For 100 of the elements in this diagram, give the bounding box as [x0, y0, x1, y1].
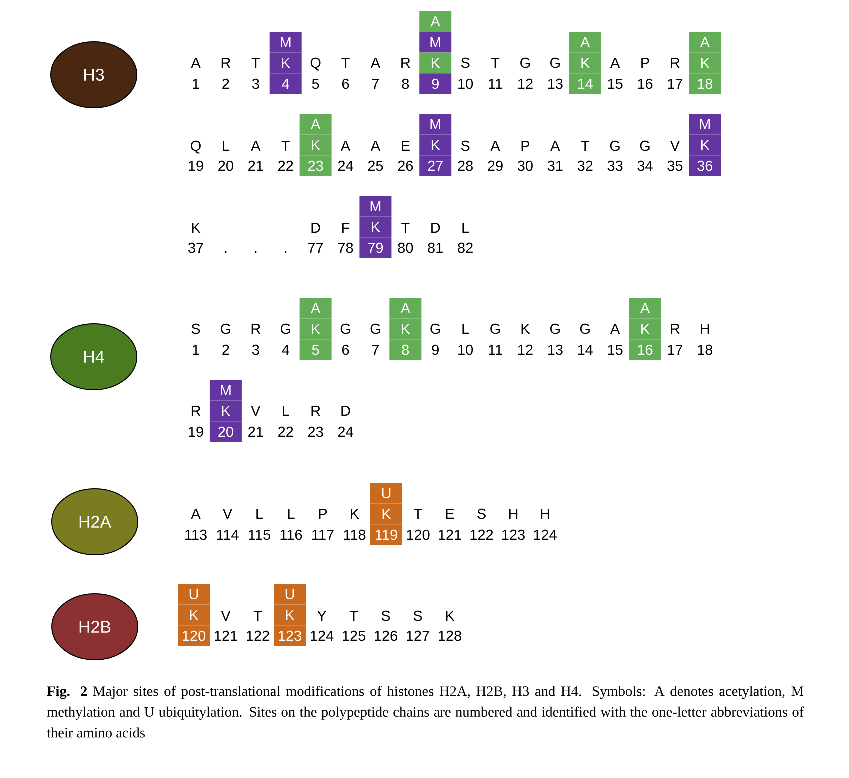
residue-number: 113 — [186, 530, 207, 540]
residue-letter: G — [610, 140, 620, 152]
residue-number: 2 — [222, 344, 230, 355]
residue-number: 8 — [402, 78, 410, 90]
residue-letter: V — [222, 509, 233, 519]
node-label: 120 — [183, 630, 206, 642]
residue-letter: T — [254, 611, 262, 621]
residue-letter: Q — [191, 140, 201, 154]
residue-number: 10 — [458, 344, 474, 356]
residue-number: 14 — [578, 345, 593, 355]
residue-letter: K — [522, 324, 530, 334]
residue-number: 33 — [608, 160, 623, 172]
residue-letter: L — [283, 406, 290, 416]
node-label: 123 — [279, 630, 302, 642]
residue-number: 124 — [534, 530, 557, 540]
node-label: 20 — [218, 426, 234, 438]
residue-letter: A — [370, 141, 381, 151]
modification-box: M K 27 — [420, 114, 452, 176]
node-label: M — [430, 119, 440, 130]
residue-number: 115 — [249, 530, 270, 540]
residue-number: 7 — [372, 345, 379, 355]
node-label: K — [702, 58, 710, 68]
node-label: K — [372, 222, 380, 232]
residue-letter: G — [221, 324, 230, 334]
node-label: A — [400, 303, 410, 314]
node-label: U — [286, 589, 294, 600]
residue-number: 13 — [548, 344, 563, 356]
residue-number: 11 — [489, 79, 502, 89]
figure-caption: Fig. 2 Major sites of post-translational modifications of histones H2A, H2B, H3 and H4. Symbols: A denotes acetylation, M methylation and U ubiquitylation. Sites on the polypeptide chains are numbered and identified with the one-letter abbreviations of their amino acids — [47, 686, 804, 738]
residue-letter: P — [319, 509, 328, 519]
modification-box: A K 18 — [689, 32, 722, 94]
node-label: K — [432, 58, 440, 68]
node-label: A — [430, 16, 440, 27]
node-label: 4 — [282, 79, 290, 89]
residue-letter: D — [432, 223, 440, 233]
modification-box: A K 14 — [569, 32, 602, 94]
residue-letter: G — [520, 58, 530, 68]
node-label: K — [702, 140, 710, 150]
node-label: A — [311, 119, 321, 130]
node-label: M — [430, 37, 440, 48]
residue-letter: K — [192, 223, 201, 233]
residue-number: 16 — [638, 78, 653, 90]
residue-letter: G — [370, 324, 380, 334]
residue-letter: P — [642, 58, 650, 68]
modification-box: U K 120 — [178, 584, 210, 646]
node-label: 18 — [698, 78, 713, 90]
modification-box: A M K 9 — [420, 11, 452, 94]
node-label: K — [312, 324, 320, 334]
residue-letter: G — [550, 324, 560, 334]
residue-number: 3 — [252, 344, 260, 356]
residue-number: 6 — [342, 78, 350, 90]
residue-number: 29 — [488, 160, 503, 172]
residue-number: 5 — [312, 79, 320, 90]
residue-letter: A — [191, 58, 201, 68]
residue-number: 121 — [215, 630, 238, 641]
modification-box: A K 8 — [390, 298, 422, 360]
residue-number: 127 — [407, 630, 430, 641]
residue-letter: V — [221, 611, 231, 621]
residue-letter: R — [252, 324, 260, 334]
node-label: 119 — [376, 530, 398, 540]
residue-number: 121 — [439, 530, 462, 540]
residue-number: 12 — [518, 344, 533, 355]
node-label: 36 — [698, 160, 713, 172]
node-label: 27 — [428, 160, 443, 171]
residue-letter: G — [490, 324, 500, 334]
residue-letter: R — [222, 58, 231, 68]
residue-number: 18 — [698, 344, 713, 356]
residue-letter: L — [462, 324, 470, 334]
modification-box: M K 36 — [689, 114, 722, 176]
node-label: 79 — [368, 242, 384, 254]
modification-box: A K 5 — [300, 298, 332, 360]
residue-letter: P — [522, 141, 530, 151]
node-label: M — [370, 201, 381, 212]
modification-box: M K 4 — [270, 32, 302, 94]
residue-letter: T — [581, 141, 590, 151]
node-label: 5 — [312, 345, 320, 356]
residue-number: 32 — [578, 160, 593, 172]
residue-letter: H — [541, 509, 550, 519]
residue-letter: T — [342, 58, 350, 68]
residue-number: 7 — [372, 79, 379, 89]
residue-letter: L — [256, 509, 264, 519]
residue-letter: A — [550, 141, 560, 151]
residue-number: 31 — [548, 160, 563, 172]
residue-number: 82 — [458, 242, 473, 254]
node-label: K — [582, 58, 590, 68]
residue-number: 77 — [308, 243, 324, 253]
node-label: 23 — [308, 160, 324, 172]
residue-number: 12 — [518, 78, 533, 89]
residue-number: 17 — [668, 79, 683, 89]
node-label: U — [190, 589, 198, 600]
residue-letter: D — [312, 223, 320, 233]
residue-number: 81 — [428, 242, 443, 254]
residue-number: 10 — [458, 78, 474, 90]
node-label: K — [190, 610, 199, 620]
residue-number: 126 — [375, 630, 398, 642]
residue-number: 2 — [222, 78, 230, 89]
node-label: 16 — [638, 344, 653, 356]
residue-letter: H — [509, 509, 518, 519]
node-label: K — [282, 58, 291, 68]
node-label: K — [402, 324, 410, 334]
